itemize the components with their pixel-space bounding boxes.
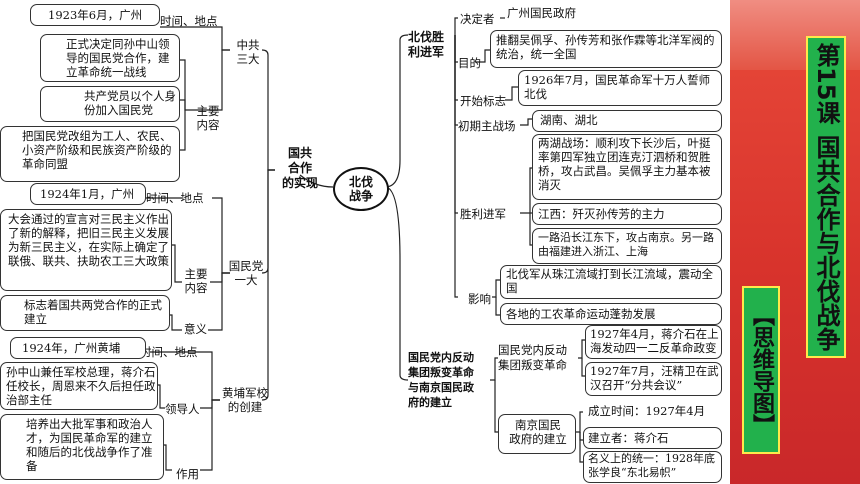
s3-leader: 孙中山兼任军校总理，蒋介石任校长，周恩来不久后担任政治部主任 xyxy=(6,365,156,407)
r1-victory-c-box xyxy=(532,228,722,264)
r1-victory-b-box xyxy=(532,203,722,225)
s1-content-label: 主要 内容 xyxy=(196,104,220,132)
r1-start-box xyxy=(518,70,722,106)
s3-label: 黄埔军校 的创建 xyxy=(222,386,268,414)
s2-label: 国民党 一大 xyxy=(228,259,264,287)
s1-time-box xyxy=(30,4,160,26)
s1-content-c-box xyxy=(0,126,180,182)
center-topic: 北伐 战争 xyxy=(333,167,389,211)
s2-meaning-label: 意义 xyxy=(184,322,207,336)
s2-time-value: 1924年1月，广州 xyxy=(40,187,135,201)
r1-goal-box xyxy=(490,30,722,68)
r2-nanjing-b: 建立者：蒋介石 xyxy=(588,431,669,445)
r1-impact-b: 各地的工农革命运动蓬勃发展 xyxy=(506,307,656,321)
s1-content-a: 正式决定同孙中山领导的国民党合作，建立革命统一战线 xyxy=(66,37,170,79)
s1-time-label: 时间、地点 xyxy=(160,14,218,28)
r2-nanjing-c: 名义上的统一：1928年底张学良“东北易帜” xyxy=(588,452,715,479)
mindmap-tag-text: 【思维导图】 xyxy=(749,304,774,436)
s2-meaning: 标志着国共两党合作的正式建立 xyxy=(24,298,162,326)
lesson-number: 第15课 xyxy=(812,43,840,125)
s3-time-value: 1924年，广州黄埔 xyxy=(22,341,121,355)
r1-start-label: 开始标志 xyxy=(460,94,506,108)
s1-content-b-box xyxy=(40,86,180,122)
r1-impact-label: 影响 xyxy=(468,292,491,306)
r2-nanjing-b-box xyxy=(583,427,722,449)
r1-decider-label: 决定者 xyxy=(460,12,495,26)
r1-impact-a-box xyxy=(500,265,722,299)
center-label: 北伐 战争 xyxy=(348,175,373,203)
r2-betray-b-box xyxy=(585,362,722,396)
mindmap-tag: 【思维导图】 xyxy=(742,286,780,454)
r2-betray-b: 1927年7月，汪精卫在武汉召开“分共会议” xyxy=(590,364,719,392)
left-hub-label: 国共 合作 的实现 xyxy=(281,146,318,190)
r1-goal-label: 目的 xyxy=(458,56,481,70)
r2-betray-a-box xyxy=(585,325,722,359)
r1-victory-b: 江西：歼灭孙传芳的主力 xyxy=(538,207,665,221)
s2-time-label: 时间、地点 xyxy=(146,191,204,205)
s1-label: 中共 三大 xyxy=(236,38,260,66)
s1-content-b: 共产党员以个人身份加入国民党 xyxy=(84,89,176,117)
s3-leader-label: 领导人 xyxy=(165,402,200,416)
s1-content-c: 把国民党改组为工人、农民、小资产阶级和民族资产阶级的革命同盟 xyxy=(22,129,172,171)
r2-label: 国民党内反动 集团叛变革命 与南京国民政 府的建立 xyxy=(408,351,474,409)
s2-content-label: 主要 内容 xyxy=(184,267,208,295)
r1-label: 北伐胜 利进军 xyxy=(408,30,445,59)
s1-time-value: 1923年6月，广州 xyxy=(48,8,143,22)
lesson-name: 国共合作与北伐战争 xyxy=(812,134,840,351)
r1-victory-a: 两湖战场：顺利攻下长沙后，叶挺率第四军独立团连克汀泗桥和贺胜桥，攻占武昌。吴佩孚… xyxy=(538,136,711,192)
r1-main-label: 初期主战场 xyxy=(458,119,516,133)
r2-betray-label: 国民党内反动 集团叛变革命 xyxy=(498,343,567,372)
s2-meaning-box xyxy=(0,295,170,331)
r1-victory-a-box xyxy=(532,134,722,200)
s3-effect: 培养出大批军事和政治人才，为国民革命军的建立和随后的北伐战争作了准备 xyxy=(26,417,153,473)
s2-time-box xyxy=(30,183,146,205)
r2-betray-a: 1927年4月，蒋介石在上海发动四一二反革命政变 xyxy=(590,327,719,355)
r1-goal: 推翻吴佩孚、孙传芳和张作霖等北洋军阀的统治，统一全国 xyxy=(496,33,715,61)
r1-impact-b-box xyxy=(500,303,722,325)
r1-start: 1926年7月，国民革命军十万人誓师北伐 xyxy=(524,73,711,101)
r2-nanjing-box xyxy=(498,414,576,454)
s1-content-a-box xyxy=(40,34,180,82)
lesson-title: 第15课国共合作与北伐战争 xyxy=(806,36,846,358)
s2-content: 大会通过的宣言对三民主义作出了新的解释，把旧三民主义发展为新三民主义，在实际上确… xyxy=(8,212,169,268)
r2-nanjing-label: 南京国民 政府的建立 xyxy=(509,418,567,446)
r2-nanjing-a: 成立时间：1927年4月 xyxy=(588,404,706,418)
r1-main-box xyxy=(532,110,722,132)
r1-victory-label: 胜利进军 xyxy=(460,207,506,221)
s3-effect-label: 作用 xyxy=(176,467,199,481)
s3-leader-box xyxy=(0,362,158,410)
r1-decider: 广州国民政府 xyxy=(507,6,576,20)
s3-time-label: 时间、地点 xyxy=(140,345,198,359)
r1-victory-c: 一路沿长江东下，攻占南京。另一路由福建进入浙江、上海 xyxy=(538,231,714,258)
r1-main: 湖南、湖北 xyxy=(540,113,598,127)
s3-time-box xyxy=(10,337,146,359)
r1-impact-a: 北伐军从珠江流域打到长江流域，震动全国 xyxy=(506,267,713,295)
s2-content-box xyxy=(0,209,172,291)
s3-effect-box xyxy=(0,414,164,480)
r2-nanjing-c-box xyxy=(583,451,722,483)
